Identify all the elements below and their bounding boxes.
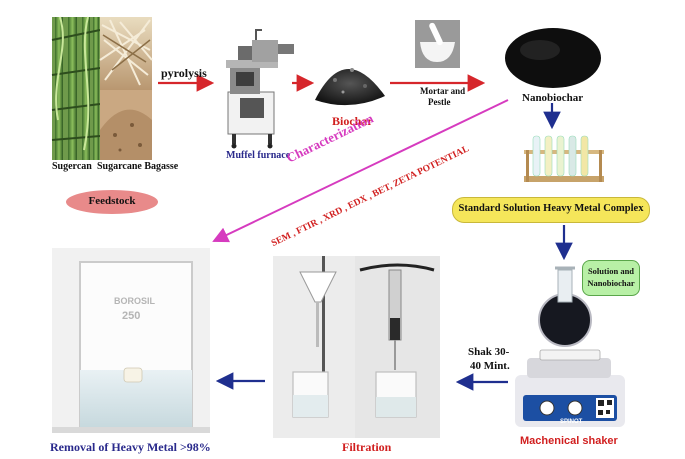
nanobiochar-powder-image (505, 28, 601, 88)
mortar-label-line1: Mortar and (420, 86, 466, 96)
biochar-label: Biochar (332, 114, 373, 128)
sugarcane-label: Sugercan (52, 161, 92, 172)
characterization-arrow (212, 99, 509, 243)
bagasse-label: Sugarcane Bagasse (97, 161, 179, 172)
nanobiochar-label: Nanobiochar (522, 92, 584, 104)
mechanical-shaker-image (515, 266, 625, 427)
sugarcane-photo (51, 16, 101, 160)
standard-solution-box (452, 197, 650, 223)
muffle-furnace-image (226, 29, 294, 149)
muffle-furnace-label: Muffel furnace (226, 150, 291, 161)
filtration-funnel-photo (273, 256, 355, 438)
test-tube-rack-image (524, 135, 604, 182)
mortar-pestle-image (415, 20, 460, 68)
solution-bubble-line2: Nanobiochar (587, 278, 635, 288)
shaker-brand-text: SPINOT (560, 419, 583, 425)
bagasse-fiber-photo (99, 17, 153, 90)
standard-solution-label: Standard Solution Heavy Metal Complex (458, 203, 644, 214)
feedstock-badge (66, 190, 158, 214)
result-beaker-image (52, 248, 210, 433)
feedstock-badge-label: Feedstock (88, 195, 136, 207)
removal-label: Removal of Heavy Metal >98% (50, 440, 211, 454)
beaker-volume-text: 250 (122, 310, 141, 322)
beaker-brand-text: BOROSIL (114, 296, 156, 306)
shake-time-line2: 40 Mint. (470, 360, 510, 372)
biochar-pile-image (315, 68, 385, 106)
solution-bubble-line1: Solution and (587, 266, 635, 276)
filtration-syringe-photo (355, 256, 440, 438)
bagasse-powder-photo (100, 90, 152, 160)
pyrolysis-label: pyrolysis (161, 66, 207, 80)
filtration-label: Filtration (342, 440, 392, 454)
solution-bubble (582, 260, 640, 296)
mortar-label-line2: Pestle (428, 97, 451, 107)
shaker-label: Machenical shaker (520, 435, 618, 447)
shake-time-line1: Shak 30- (468, 346, 510, 358)
